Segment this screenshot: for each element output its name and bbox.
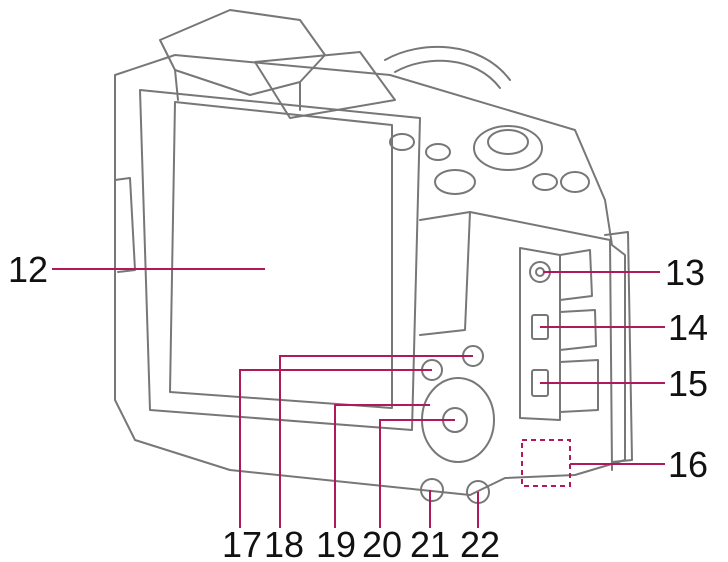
lens-ring: [384, 45, 511, 81]
callout-label-15: 15: [668, 363, 708, 404]
leader-18: [279, 355, 473, 528]
callout-label-22: 22: [460, 524, 500, 562]
callout-label-14: 14: [668, 307, 708, 348]
nfc-mark: [521, 439, 571, 487]
leader-17: [239, 369, 432, 528]
callout-label-13: 13: [665, 252, 705, 293]
port-door: [519, 247, 561, 421]
lcd-frame: [139, 89, 421, 431]
callout-label-17: 17: [222, 524, 262, 562]
leader-19: [334, 404, 430, 528]
playback-button-shape: [420, 478, 444, 502]
mode-dial: [473, 125, 543, 171]
speaker-grille: [254, 51, 396, 119]
callout-label-20: 20: [362, 524, 402, 562]
callout-label-12: 12: [8, 249, 48, 290]
callout-label-16: 16: [668, 444, 708, 485]
camera-outline: [114, 9, 633, 504]
lcd-screen: [169, 101, 393, 409]
callout-label-19: 19: [316, 524, 356, 562]
leader-lines: [52, 268, 665, 528]
callout-label-21: 21: [410, 524, 450, 562]
leader-20: [379, 419, 455, 528]
callout-label-18: 18: [264, 524, 304, 562]
